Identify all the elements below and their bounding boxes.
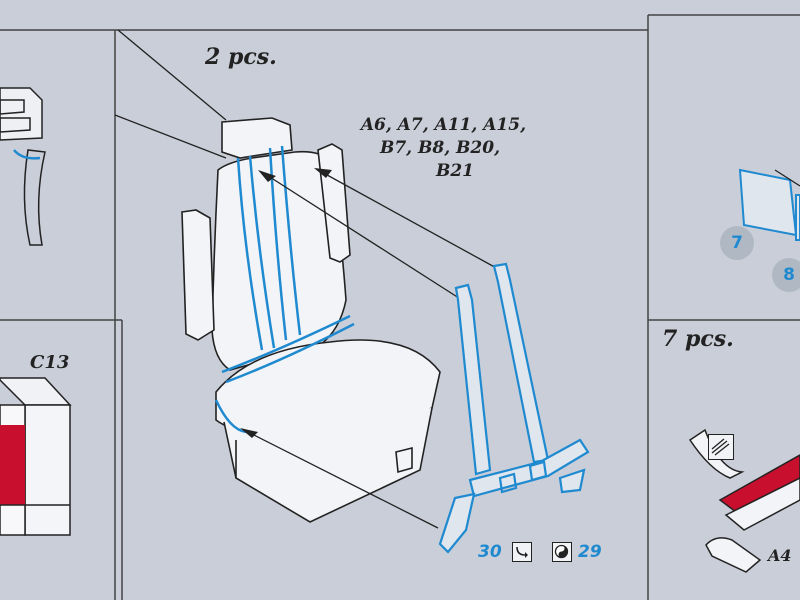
part-number-8-badge: 8 [772, 258, 800, 292]
glue-icon-right [708, 434, 734, 460]
plate-parts-outline [774, 169, 800, 187]
curve-arrow-icon [512, 542, 532, 562]
yin-yang-icon [552, 542, 572, 562]
hatched-icon-glyph [711, 438, 730, 456]
c13-box [0, 377, 72, 536]
curve-arrow-icon-glyph [516, 546, 528, 558]
seat-belt-etch-part [438, 262, 590, 554]
quantity-label-main: 2 pcs. [205, 44, 277, 70]
part-label-c13: C13 [30, 352, 70, 373]
left-seat-partial [0, 87, 46, 246]
panel-borders [0, 14, 800, 600]
part-number-7-badge: 7 [720, 226, 754, 260]
leader-lines [114, 29, 501, 529]
part-numbers-line: B7, B8, B20, [379, 138, 500, 158]
part-number-30: 30 [478, 542, 502, 562]
yin-yang-icon-glyph [554, 544, 569, 559]
seat-belt-installed [214, 145, 355, 434]
part-number-29: 29 [578, 542, 602, 562]
part-numbers-list: A6, A7, A11, A15, B7, B8, B20, B21 [330, 114, 526, 183]
part-label-a4: A4 [768, 546, 792, 565]
part-numbers-line: A6, A7, A11, A15, [360, 115, 526, 135]
part-numbers-line: B21 [435, 161, 474, 181]
quantity-label-right: 7 pcs. [662, 326, 734, 352]
plate-parts [738, 168, 800, 241]
leader-arrows [240, 168, 332, 438]
